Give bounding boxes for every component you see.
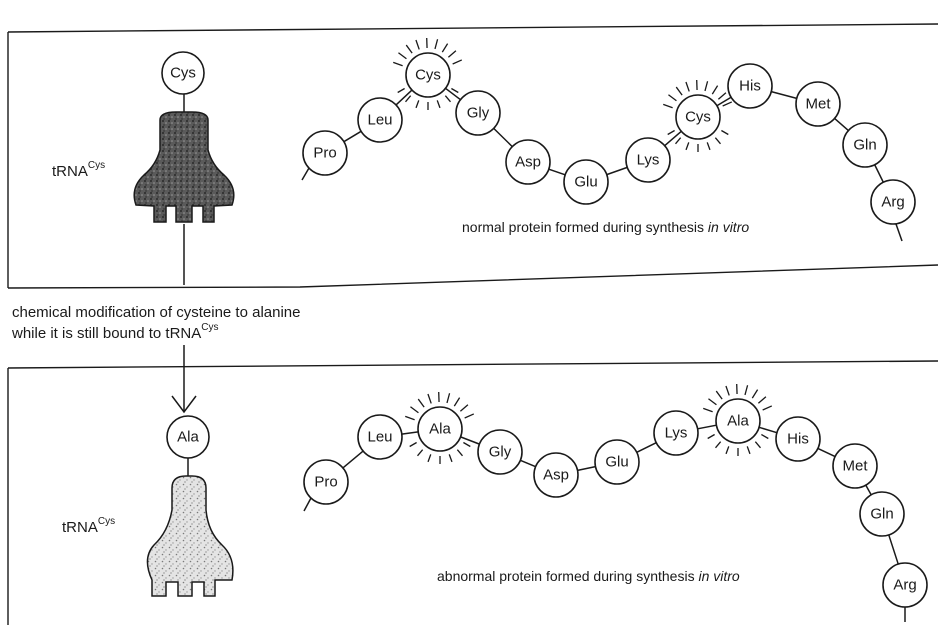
abnormal-residue-label: Glu bbox=[605, 454, 628, 471]
abnormal-residue-glu: Glu bbox=[594, 439, 640, 485]
normal-peptide-bond bbox=[395, 89, 413, 106]
abnormal-peptide-bond bbox=[342, 450, 364, 469]
abnormal-residue-label: Asp bbox=[543, 467, 569, 484]
normal-residue-label: Gln bbox=[853, 137, 876, 154]
abnormal-peptide-bond bbox=[865, 484, 872, 496]
abnormal-residue-label: His bbox=[787, 431, 809, 448]
abnormal-residue-his: His bbox=[775, 416, 821, 462]
trna-top-aa: Cys bbox=[161, 51, 205, 95]
normal-residue-gly: Gly bbox=[455, 90, 501, 136]
normal-residue-label: His bbox=[739, 78, 761, 95]
normal-peptide-bond bbox=[493, 127, 513, 148]
abnormal-residue-label: Ala bbox=[727, 413, 749, 430]
abnormal-peptide-bond bbox=[636, 442, 657, 453]
abnormal-residue-leu: Leu bbox=[357, 414, 403, 460]
trna-top-label: tRNACys bbox=[52, 160, 105, 180]
caption-normal-protein: normal protein formed during synthesis i… bbox=[462, 219, 749, 235]
normal-residue-label: Arg bbox=[881, 194, 904, 211]
normal-residue-asp: Asp bbox=[505, 139, 551, 185]
abnormal-residue-label: Leu bbox=[367, 429, 392, 446]
modification-line2: while it is still bound to tRNACys bbox=[11, 322, 218, 342]
normal-residue-glu: Glu bbox=[563, 159, 609, 205]
caption-abnormal-protein: abnormal protein formed during synthesis… bbox=[437, 568, 740, 584]
normal-residue-label: Cys bbox=[415, 67, 441, 84]
abnormal-residue-label: Lys bbox=[665, 425, 688, 442]
abnormal-residue-arg: Arg bbox=[882, 562, 928, 608]
normal-residue-met: Met bbox=[795, 81, 841, 127]
trna-bottom-aa: Ala bbox=[166, 415, 210, 459]
abnormal-residue-label: Pro bbox=[314, 474, 337, 491]
normal-peptide-bond bbox=[548, 168, 566, 176]
normal-residue-label: Asp bbox=[515, 154, 541, 171]
abnormal-peptide-bond bbox=[401, 431, 419, 435]
abnormal-residue-asp: Asp bbox=[533, 452, 579, 498]
normal-residue-gln: Gln bbox=[842, 122, 888, 168]
normal-peptide-bond bbox=[445, 87, 461, 101]
trna-bottom-label: tRNACys bbox=[62, 516, 115, 536]
abnormal-peptide-bond bbox=[520, 459, 536, 468]
abnormal-residue-ala: Ala bbox=[715, 398, 761, 444]
normal-peptide-bond bbox=[664, 130, 682, 147]
normal-residue-label: Lys bbox=[637, 152, 660, 169]
abnormal-residue-gln: Gln bbox=[859, 491, 905, 537]
abnormal-residue-label: Arg bbox=[893, 577, 916, 594]
abnormal-highlight-rays bbox=[703, 383, 773, 456]
abnormal-residue-ala: Ala bbox=[417, 406, 463, 452]
normal-residue-label: Leu bbox=[367, 112, 392, 129]
normal-residue-leu: Leu bbox=[357, 97, 403, 143]
normal-residue-label: Met bbox=[805, 96, 831, 113]
normal-tail-start bbox=[301, 167, 310, 181]
normal-highlight-rays bbox=[393, 37, 463, 110]
normal-peptide-bond bbox=[874, 164, 884, 183]
abnormal-peptide-bond bbox=[460, 436, 480, 445]
abnormal-residue-label: Met bbox=[842, 458, 868, 475]
abnormal-residue-gly: Gly bbox=[477, 429, 523, 475]
normal-residue-label: Gly bbox=[467, 105, 490, 122]
abnormal-peptide-bond bbox=[758, 426, 778, 434]
normal-residue-arg: Arg bbox=[870, 179, 916, 225]
normal-peptide-bond bbox=[834, 117, 849, 132]
abnormal-residue-label: Ala bbox=[429, 421, 451, 438]
abnormal-peptide-bond bbox=[888, 534, 899, 565]
abnormal-residue-label: Gln bbox=[870, 506, 893, 523]
abnormal-residue-pro: Pro bbox=[303, 459, 349, 505]
abnormal-highlight-rays bbox=[405, 391, 475, 464]
normal-residue-his: His bbox=[727, 63, 773, 109]
abnormal-peptide-bond bbox=[697, 424, 717, 430]
normal-residue-label: Glu bbox=[574, 174, 597, 191]
trna-cys-bottom bbox=[146, 458, 234, 597]
abnormal-peptide-bond bbox=[577, 465, 596, 472]
top-panel-frame bbox=[7, 23, 939, 289]
abnormal-peptide-bond bbox=[817, 447, 836, 458]
normal-residue-pro: Pro bbox=[302, 130, 348, 176]
abnormal-residue-lys: Lys bbox=[653, 410, 699, 456]
modification-arrow bbox=[171, 224, 197, 414]
normal-residue-lys: Lys bbox=[625, 137, 671, 183]
normal-residue-label: Pro bbox=[313, 145, 336, 162]
trna-bottom-aa-label: Ala bbox=[177, 429, 199, 446]
normal-residue-cys: Cys bbox=[405, 52, 451, 98]
normal-residue-cys: Cys bbox=[675, 94, 721, 140]
normal-peptide-bond bbox=[771, 90, 797, 100]
abnormal-residue-met: Met bbox=[832, 443, 878, 489]
normal-residue-label: Cys bbox=[685, 109, 711, 126]
normal-peptide-bond bbox=[343, 130, 362, 143]
trna-top-aa-label: Cys bbox=[170, 65, 196, 82]
normal-highlight-rays bbox=[663, 79, 733, 152]
abnormal-tail-start bbox=[303, 497, 312, 512]
modification-line1: chemical modification of cysteine to ala… bbox=[12, 304, 301, 321]
normal-tail-end bbox=[895, 223, 903, 242]
abnormal-residue-label: Gly bbox=[489, 444, 512, 461]
bottom-panel-frame bbox=[7, 360, 939, 625]
normal-peptide-bond bbox=[606, 166, 628, 176]
normal-peptide-bond bbox=[716, 96, 732, 107]
trna-cys-top bbox=[133, 93, 235, 223]
